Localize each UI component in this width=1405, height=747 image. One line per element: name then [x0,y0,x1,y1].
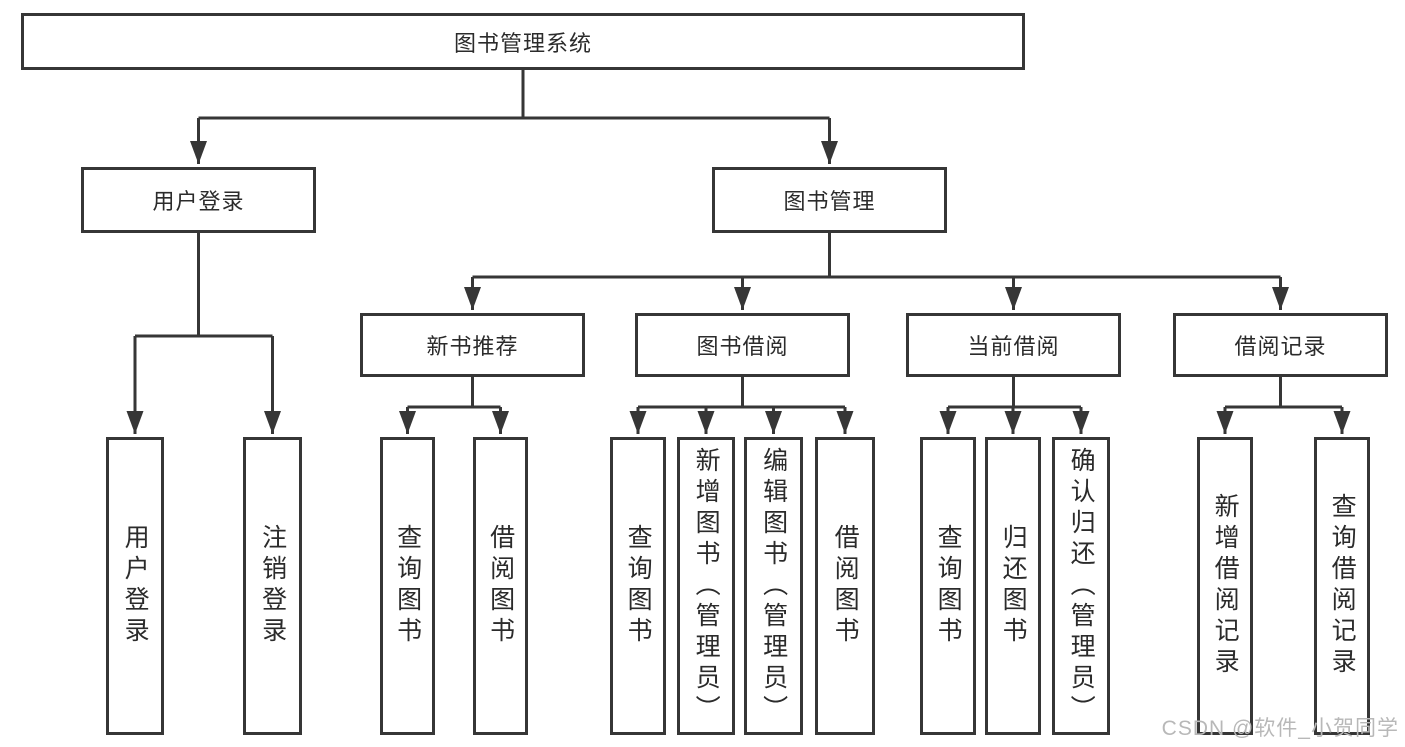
csdn-watermark: CSDN @软件_小贺同学 [1161,717,1399,740]
node-label: 图书管理 [783,189,876,214]
node-label: 图书借阅 [696,334,789,359]
node-new-book-recommend: 新书推荐 [360,313,585,377]
node-label: 用户登录 [121,524,150,648]
node-label: 新增借阅记录 [1211,493,1240,679]
node-current-borrowing: 当前借阅 [906,313,1121,377]
leaf-user-login: 用户登录 [106,437,164,735]
leaf-nb-query-books: 查询图书 [380,437,435,735]
leaf-bb-edit-books-admin: 编辑图书（管理员） [744,437,803,735]
node-user-login: 用户登录 [81,167,316,233]
leaf-bb-add-books-admin: 新增图书（管理员） [677,437,735,735]
node-label: 新增图书（管理员） [692,446,721,726]
node-label: 用户登录 [152,189,245,214]
connector-group [126,69,1351,434]
node-label: 确认归还（管理员） [1067,446,1096,726]
node-label: 查询图书 [393,524,422,648]
node-label: 新书推荐 [426,334,519,359]
leaf-cb-confirm-return-admin: 确认归还（管理员） [1052,437,1110,735]
node-label: 查询图书 [934,524,963,648]
leaf-bb-query-books: 查询图书 [610,437,666,735]
node-label: 查询图书 [624,524,653,648]
node-book-management: 图书管理 [712,167,947,233]
leaf-nb-borrow-books: 借阅图书 [473,437,528,735]
node-library-system: 图书管理系统 [21,13,1025,70]
leaf-br-query-record: 查询借阅记录 [1314,437,1370,735]
leaf-br-add-record: 新增借阅记录 [1197,437,1253,735]
leaf-cb-query-books: 查询图书 [920,437,976,735]
node-borrowing-records: 借阅记录 [1173,313,1388,377]
leaf-bb-borrow-books: 借阅图书 [815,437,875,735]
node-label: 注销登录 [258,524,287,648]
node-label: 借阅记录 [1234,334,1327,359]
leaf-cb-return-books: 归还图书 [985,437,1041,735]
node-label: 图书管理系统 [453,30,592,56]
node-label: 借阅图书 [831,524,860,648]
node-label: 查询借阅记录 [1328,493,1357,679]
node-label: 编辑图书（管理员） [759,446,788,726]
node-label: 借阅图书 [486,524,515,648]
node-book-borrowing: 图书借阅 [635,313,850,377]
node-label: 归还图书 [999,524,1028,648]
node-label: 当前借阅 [967,334,1060,359]
leaf-logout: 注销登录 [243,437,302,735]
